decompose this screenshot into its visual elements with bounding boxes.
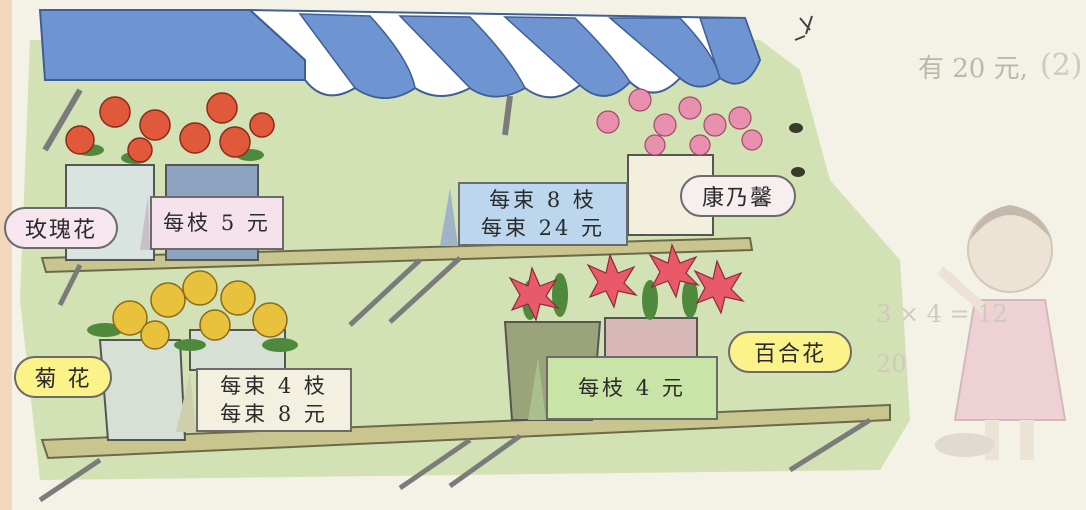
chrysanthemum-price-line-2: 每束 8 元 <box>220 402 328 426</box>
carnation-bouquet <box>596 88 763 236</box>
sparkle-icon <box>794 15 813 41</box>
carnation-price-line-1: 每束 8 枝 <box>489 188 597 212</box>
awning <box>38 8 762 152</box>
calc-line-2: 20 <box>876 350 907 378</box>
bee-icon <box>789 123 805 177</box>
question-text: 有 20 元, <box>918 54 1028 84</box>
carnation-price-line-2: 每束 24 元 <box>480 216 606 240</box>
carnation-card-back <box>440 188 458 246</box>
lily-price-card: 每枝 4 元 <box>546 356 718 420</box>
carnation-name-label: 康乃馨 <box>680 175 796 217</box>
upper-shelf <box>40 236 754 327</box>
lily-name-label: 百合花 <box>728 331 852 373</box>
chrysanthemum-price-card: 每束 4 枝 每束 8 元 <box>196 368 352 432</box>
lily-price-line-1: 每枝 4 元 <box>578 376 686 400</box>
left-edge-stripe <box>0 0 12 510</box>
chrysanthemum-price-line-1: 每束 4 枝 <box>220 374 328 398</box>
rose-card-back <box>140 196 150 250</box>
rose-name-label: 玫瑰花 <box>4 207 118 249</box>
chrysanthemum-card-back <box>176 372 196 432</box>
lily-card-back <box>528 358 546 420</box>
chrysanthemum-name-label: 菊 花 <box>14 356 112 398</box>
calc-line-1: 3 × 4 = 12 <box>876 300 1008 328</box>
chrysanthemum-bouquet <box>87 270 298 441</box>
girl-figure <box>935 205 1067 460</box>
carnation-price-card: 每束 8 枝 每束 24 元 <box>458 182 628 246</box>
rose-price-card: 每枝 5 元 <box>150 196 284 250</box>
question-number: (2) <box>1040 48 1083 83</box>
rose-price-line-1: 每枝 5 元 <box>163 211 271 235</box>
